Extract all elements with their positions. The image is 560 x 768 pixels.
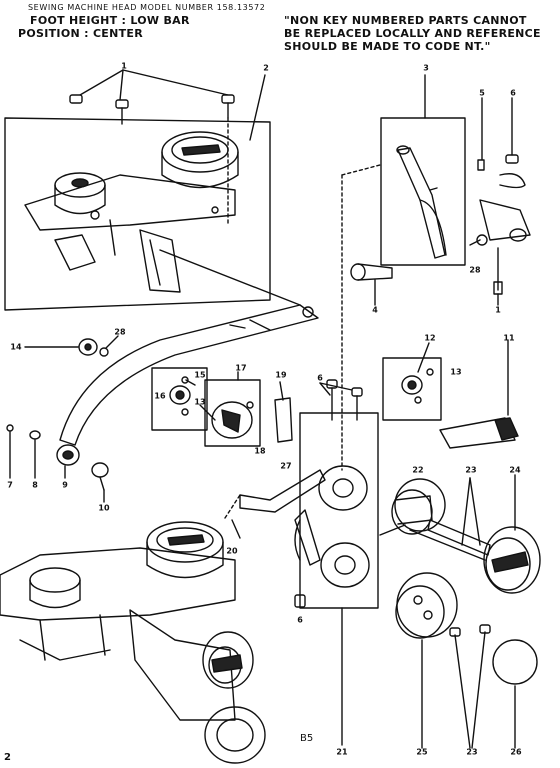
- callout-7: 7: [7, 480, 13, 490]
- knob-25: [395, 572, 458, 749]
- screw-4: [350, 263, 393, 306]
- part-15-16-box: [151, 367, 208, 431]
- knob-22: [379, 478, 446, 536]
- callout-13-right: 13: [450, 367, 462, 377]
- center-assembly-21: [239, 379, 379, 746]
- callout-15: 15: [194, 370, 206, 380]
- parts-7-10: [6, 424, 109, 503]
- callout-20: 20: [226, 546, 238, 556]
- callout-12: 12: [424, 333, 436, 343]
- screw-group-top: [69, 69, 235, 226]
- callout-6-mid: 6: [317, 373, 323, 383]
- part-12-13-box: [382, 357, 442, 421]
- callout-14: 14: [10, 342, 22, 352]
- callout-6-lower: 6: [297, 615, 303, 625]
- callout-28-right: 28: [469, 265, 481, 275]
- leader-lines-upper: [341, 164, 381, 471]
- foot-height-label: FOOT HEIGHT : LOW BAR: [30, 14, 190, 27]
- callout-25: 25: [416, 747, 428, 757]
- leader-lines: [185, 342, 481, 546]
- callout-9: 9: [62, 480, 68, 490]
- callout-28-left: 28: [114, 327, 126, 337]
- callout-13-left: 13: [194, 397, 206, 407]
- bracket-right: [469, 97, 531, 306]
- position-label: POSITION : CENTER: [18, 27, 144, 40]
- callout-26: 26: [510, 747, 522, 757]
- callout-24: 24: [509, 465, 521, 475]
- callout-11: 11: [503, 333, 515, 343]
- key-11: [439, 339, 519, 449]
- callout-23-upper: 23: [465, 465, 477, 475]
- callout-16: 16: [154, 391, 166, 401]
- callout-27: 27: [280, 461, 292, 471]
- shaft-23: [409, 519, 491, 561]
- callout-23-lower: 23: [466, 747, 478, 757]
- callout-21: 21: [336, 747, 348, 757]
- part-17-box: [204, 379, 261, 447]
- model-number-line: SEWING MACHINE HEAD MODEL NUMBER 158.135…: [28, 3, 266, 12]
- bushing-14: [24, 335, 119, 357]
- notice-line-2: BE REPLACED LOCALLY AND REFERENCE: [284, 27, 541, 40]
- callout-2: 2: [263, 63, 269, 73]
- main-assembly-lower: [0, 494, 266, 764]
- notice-line-3: SHOULD BE MADE TO CODE NT.": [284, 40, 491, 53]
- page-number: 2: [4, 752, 11, 763]
- notice-line-1: "NON KEY NUMBERED PARTS CANNOT: [284, 14, 527, 27]
- callout-18: 18: [254, 446, 266, 456]
- dial-24: [483, 474, 541, 594]
- part-2-assembly: [4, 74, 271, 311]
- callout-10: 10: [98, 503, 110, 513]
- cap-26: [492, 639, 538, 749]
- screws-23-lower: [449, 624, 491, 749]
- callout-5: 5: [479, 88, 485, 98]
- part-3-lever: [380, 74, 466, 266]
- callout-8: 8: [32, 480, 38, 490]
- callout-3: 3: [423, 63, 429, 73]
- callout-6-top: 6: [510, 88, 516, 98]
- callout-4: 4: [372, 305, 378, 315]
- callout-22: 22: [412, 465, 424, 475]
- callout-17: 17: [235, 363, 247, 373]
- feed-arm: [56, 249, 319, 466]
- callout-19: 19: [275, 370, 287, 380]
- figure-reference: B5: [300, 733, 314, 744]
- callout-1-top: 1: [121, 61, 127, 71]
- callout-1-right: 1: [495, 305, 501, 315]
